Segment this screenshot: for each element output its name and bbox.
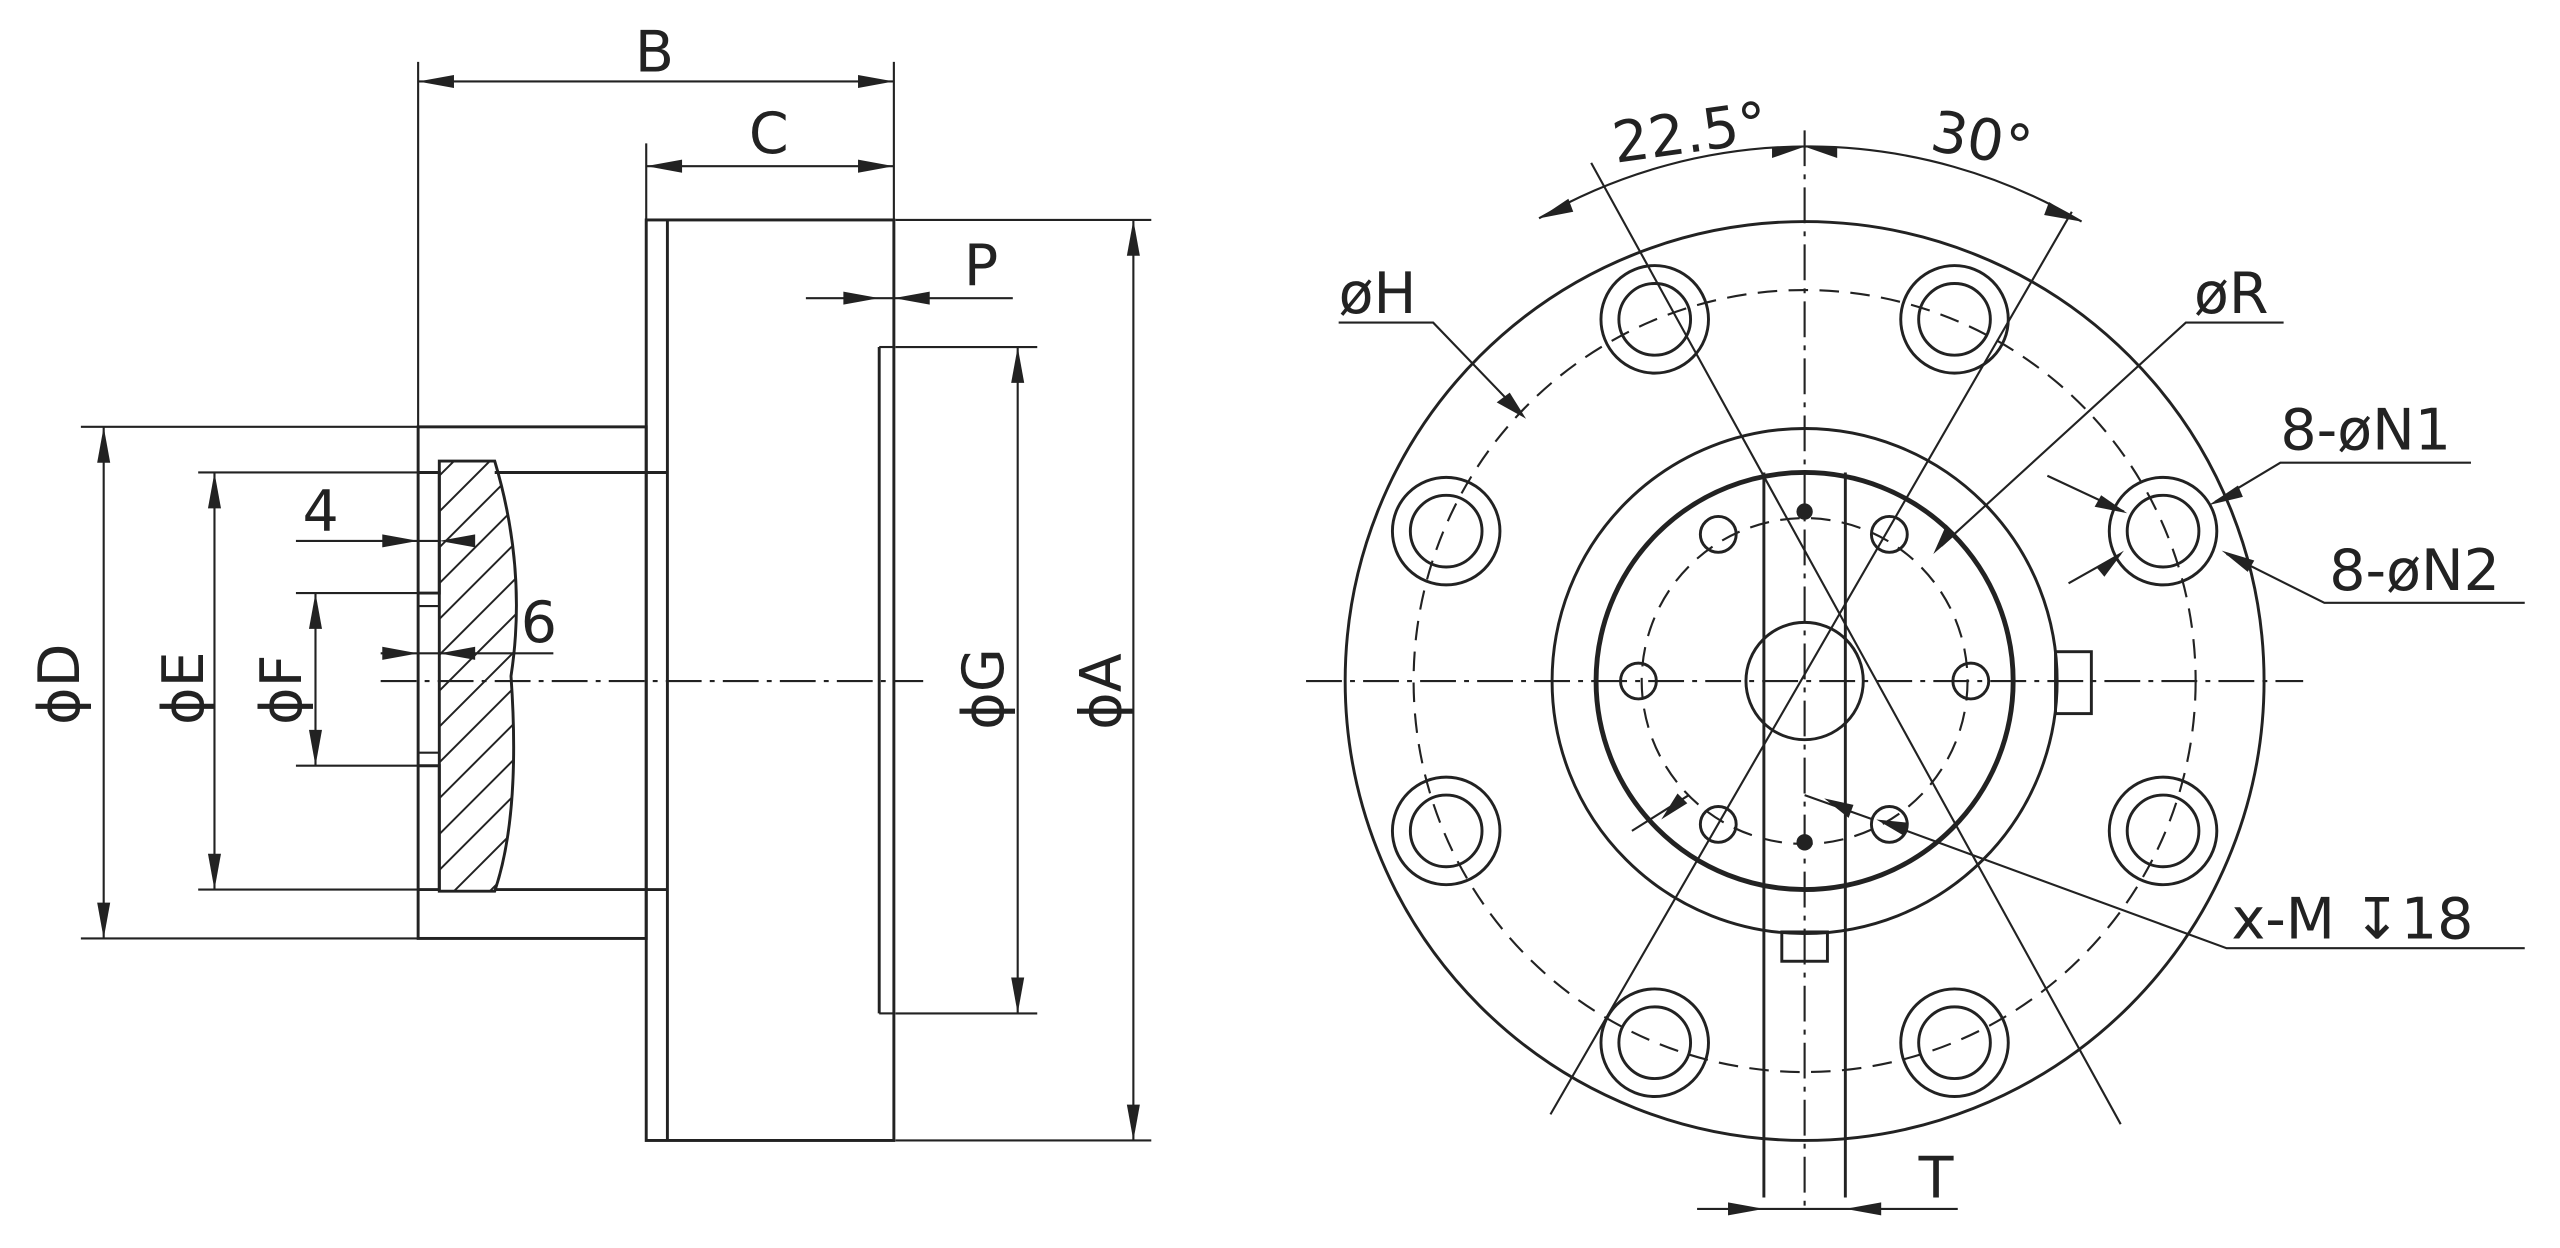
dia-a-label: ϕA bbox=[1068, 653, 1134, 730]
dia-e-label: ϕE bbox=[151, 651, 217, 725]
angle-30-label: 30° bbox=[1926, 99, 2037, 182]
dim-c-label: C bbox=[749, 101, 789, 167]
front-view: 22.5° 30° øH øR 8-øN1 8-øN2 x-M ↧18 T bbox=[1306, 90, 2525, 1216]
dim-4-label: 4 bbox=[302, 479, 338, 545]
dia-r-label: øR bbox=[2194, 261, 2269, 327]
angle-22-5-label: 22.5° bbox=[1608, 90, 1771, 177]
thread-label: x-M ↧18 bbox=[2231, 886, 2473, 952]
dim-t-label: T bbox=[1918, 1145, 1954, 1211]
nut-shaft bbox=[416, 425, 648, 940]
holes-n2-label: 8-øN2 bbox=[2329, 538, 2500, 604]
dia-d-label: ϕD bbox=[27, 643, 93, 725]
dia-h-label: øH bbox=[1339, 261, 1417, 327]
dia-g-label: ϕG bbox=[951, 648, 1017, 730]
section-hatching bbox=[439, 461, 517, 892]
hatched-section bbox=[437, 459, 518, 893]
holes-n1-label: 8-øN1 bbox=[2280, 398, 2451, 464]
dim-b-label: B bbox=[635, 20, 674, 86]
side-view: B C P 4 6 ϕD ϕE ϕF ϕG ϕA bbox=[27, 20, 1152, 1142]
dia-f-label: ϕF bbox=[249, 655, 315, 725]
flange-bolt-holes bbox=[1390, 264, 2219, 1098]
dim-p-label: P bbox=[964, 233, 998, 299]
dim-6-label: 6 bbox=[521, 590, 557, 656]
